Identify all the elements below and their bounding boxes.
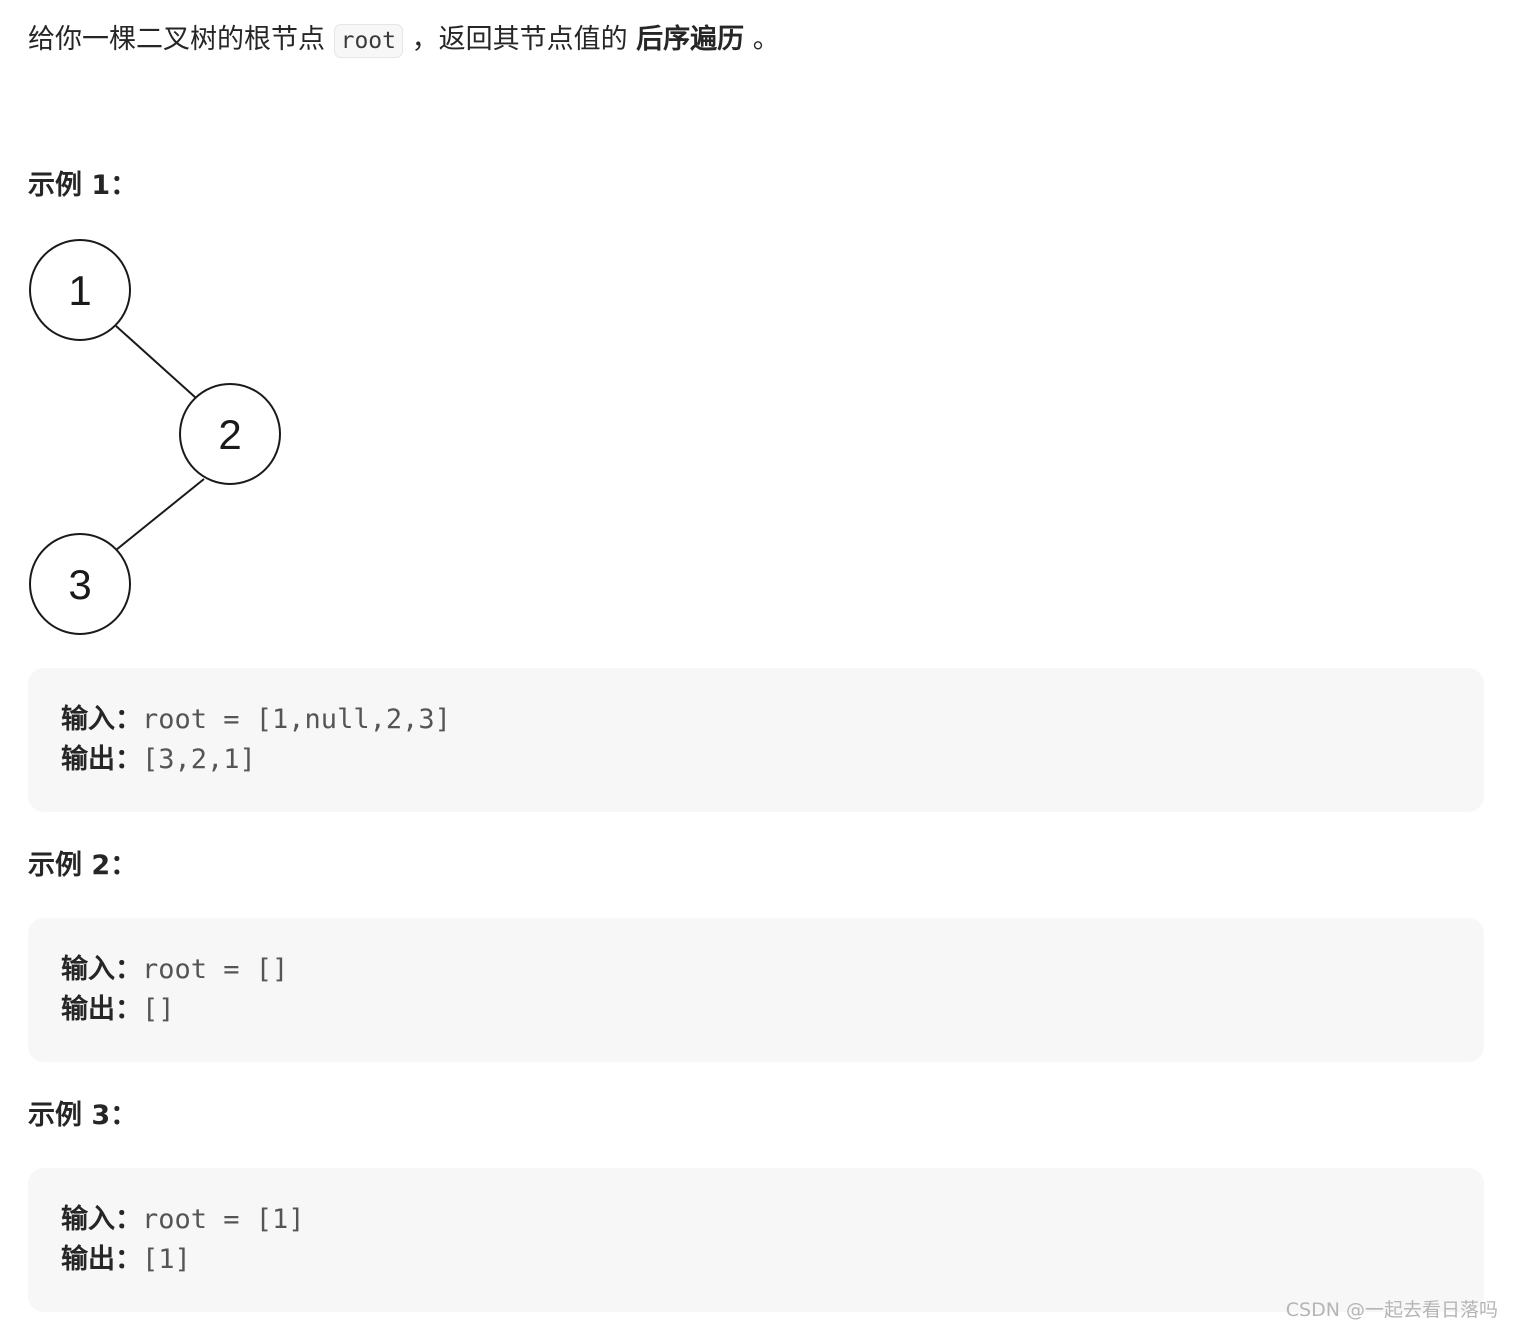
example-2-code-block: 输入：root = [] 输出：[] [28, 918, 1484, 1062]
example-2-output-line: 输出：[] [61, 990, 175, 1030]
tree-node-2-label: 2 [218, 411, 241, 458]
example-1-code-block: 输入：root = [1,null,2,3] 输出：[3,2,1] [28, 668, 1484, 812]
example-3-heading: 示例 3： [28, 1100, 138, 1131]
example-1-input-line: 输入：root = [1,null,2,3] [61, 700, 451, 740]
input-value: root = [1] [142, 1204, 305, 1235]
description-prefix: 给你一棵二叉树的根节点 [28, 24, 325, 55]
example-2-heading: 示例 2： [28, 850, 138, 881]
description-suffix: 。 [752, 24, 780, 55]
example-3-output-line: 输出：[1] [61, 1240, 191, 1280]
description-bold-term: 后序遍历 [636, 24, 745, 55]
binary-tree-diagram: 1 2 3 [29, 239, 281, 635]
tree-node-3-label: 3 [68, 561, 91, 608]
input-label: 输入： [61, 954, 142, 985]
csdn-watermark: CSDN @一起去看日落吗 [1285, 1299, 1498, 1321]
example-2-input-line: 输入：root = [] [61, 950, 288, 990]
input-value: root = [1,null,2,3] [142, 704, 451, 735]
output-label: 输出： [61, 744, 142, 775]
example-1-output-line: 输出：[3,2,1] [61, 740, 256, 780]
tree-node-3 [29, 533, 131, 635]
output-label: 输出： [61, 994, 142, 1025]
tree-edge-1-2 [115, 325, 197, 399]
tree-node-1-label: 1 [68, 267, 91, 314]
output-value: [1] [142, 1244, 191, 1275]
problem-description: 给你一棵二叉树的根节点 root ，返回其节点值的 后序遍历 。 [28, 18, 780, 63]
inline-code-root: root [333, 24, 403, 58]
tree-node-1 [29, 239, 131, 341]
input-value: root = [] [142, 954, 289, 985]
output-label: 输出： [61, 1244, 142, 1275]
output-value: [3,2,1] [142, 744, 256, 775]
tree-edge-2-3 [115, 478, 205, 551]
input-label: 输入： [61, 1204, 142, 1235]
input-label: 输入： [61, 704, 142, 735]
description-middle: ，返回其节点值的 [411, 24, 628, 55]
example-3-input-line: 输入：root = [1] [61, 1200, 305, 1240]
example-3-code-block: 输入：root = [1] 输出：[1] [28, 1168, 1484, 1312]
example-1-heading: 示例 1： [28, 170, 138, 201]
tree-node-2 [179, 383, 281, 485]
output-value: [] [142, 994, 175, 1025]
